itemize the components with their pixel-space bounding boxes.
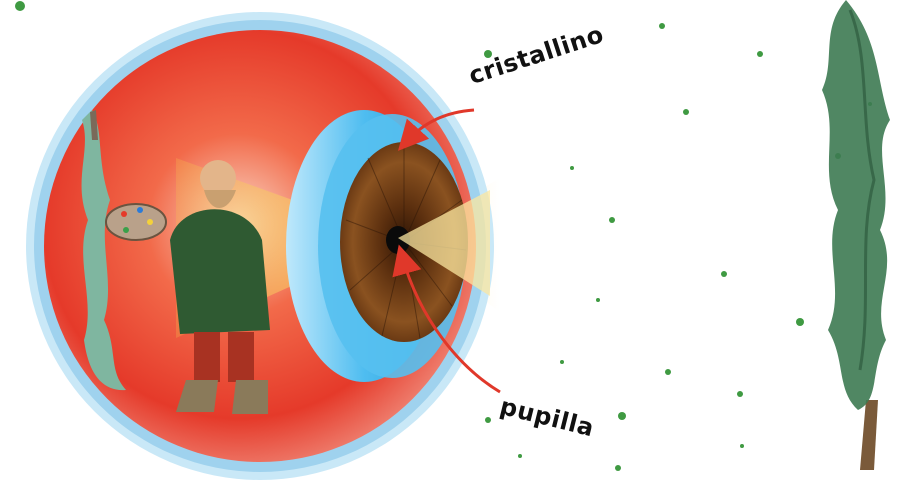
cypress-tree-icon [822, 0, 890, 470]
